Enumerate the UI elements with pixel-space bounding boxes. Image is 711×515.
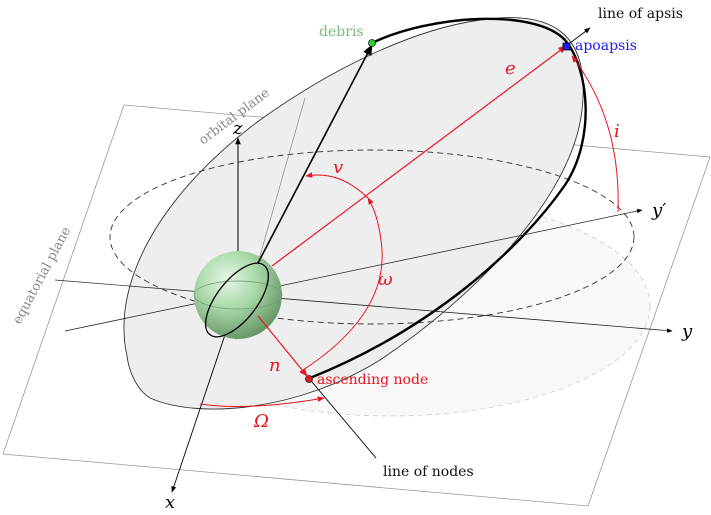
axis-x-label: x: [165, 492, 175, 513]
orbit-arc: [309, 17, 587, 380]
raan-label: Ω: [253, 411, 269, 432]
axis-y-label: y: [681, 321, 693, 342]
axis-z-label: z: [232, 118, 243, 139]
true-anomaly-arc: [305, 172, 371, 201]
debris-vector: [257, 44, 373, 264]
inclination-arc: [571, 55, 619, 213]
line-of-nodes: [306, 375, 377, 459]
debris-point: [368, 39, 376, 47]
debris-label: debris: [319, 24, 364, 40]
ascending-node-label: ascending node: [317, 372, 428, 388]
eccentricity-vector: [271, 45, 567, 267]
apoapsis-point: [562, 42, 571, 51]
ascending-node-point: [305, 375, 313, 383]
axis-y-line: [239, 294, 673, 333]
apoapsis-label: apoapsis: [575, 38, 637, 54]
true-anomaly-label: v: [333, 157, 343, 178]
raan-arc: [199, 396, 325, 407]
line-of-nodes-label: line of nodes: [383, 464, 474, 480]
node-vector: [257, 315, 308, 377]
earth-equator: [193, 280, 283, 310]
argument-of-periapsis-arc: [299, 197, 383, 373]
inclination-label: i: [614, 121, 620, 142]
equatorial-circle: [109, 149, 635, 325]
node-vector-label: n: [269, 355, 281, 376]
axis-x-line: [171, 319, 231, 493]
eccentricity-label: e: [505, 58, 516, 79]
axis-y-prime-line: [64, 208, 643, 332]
earth-sphere: [194, 251, 282, 339]
argument-of-periapsis-label: ω: [378, 269, 393, 290]
earth-orbital-ring: [205, 262, 269, 338]
axis-y-prime-label: y′: [651, 200, 666, 221]
line-of-apsis-label: line of apsis: [598, 6, 683, 22]
